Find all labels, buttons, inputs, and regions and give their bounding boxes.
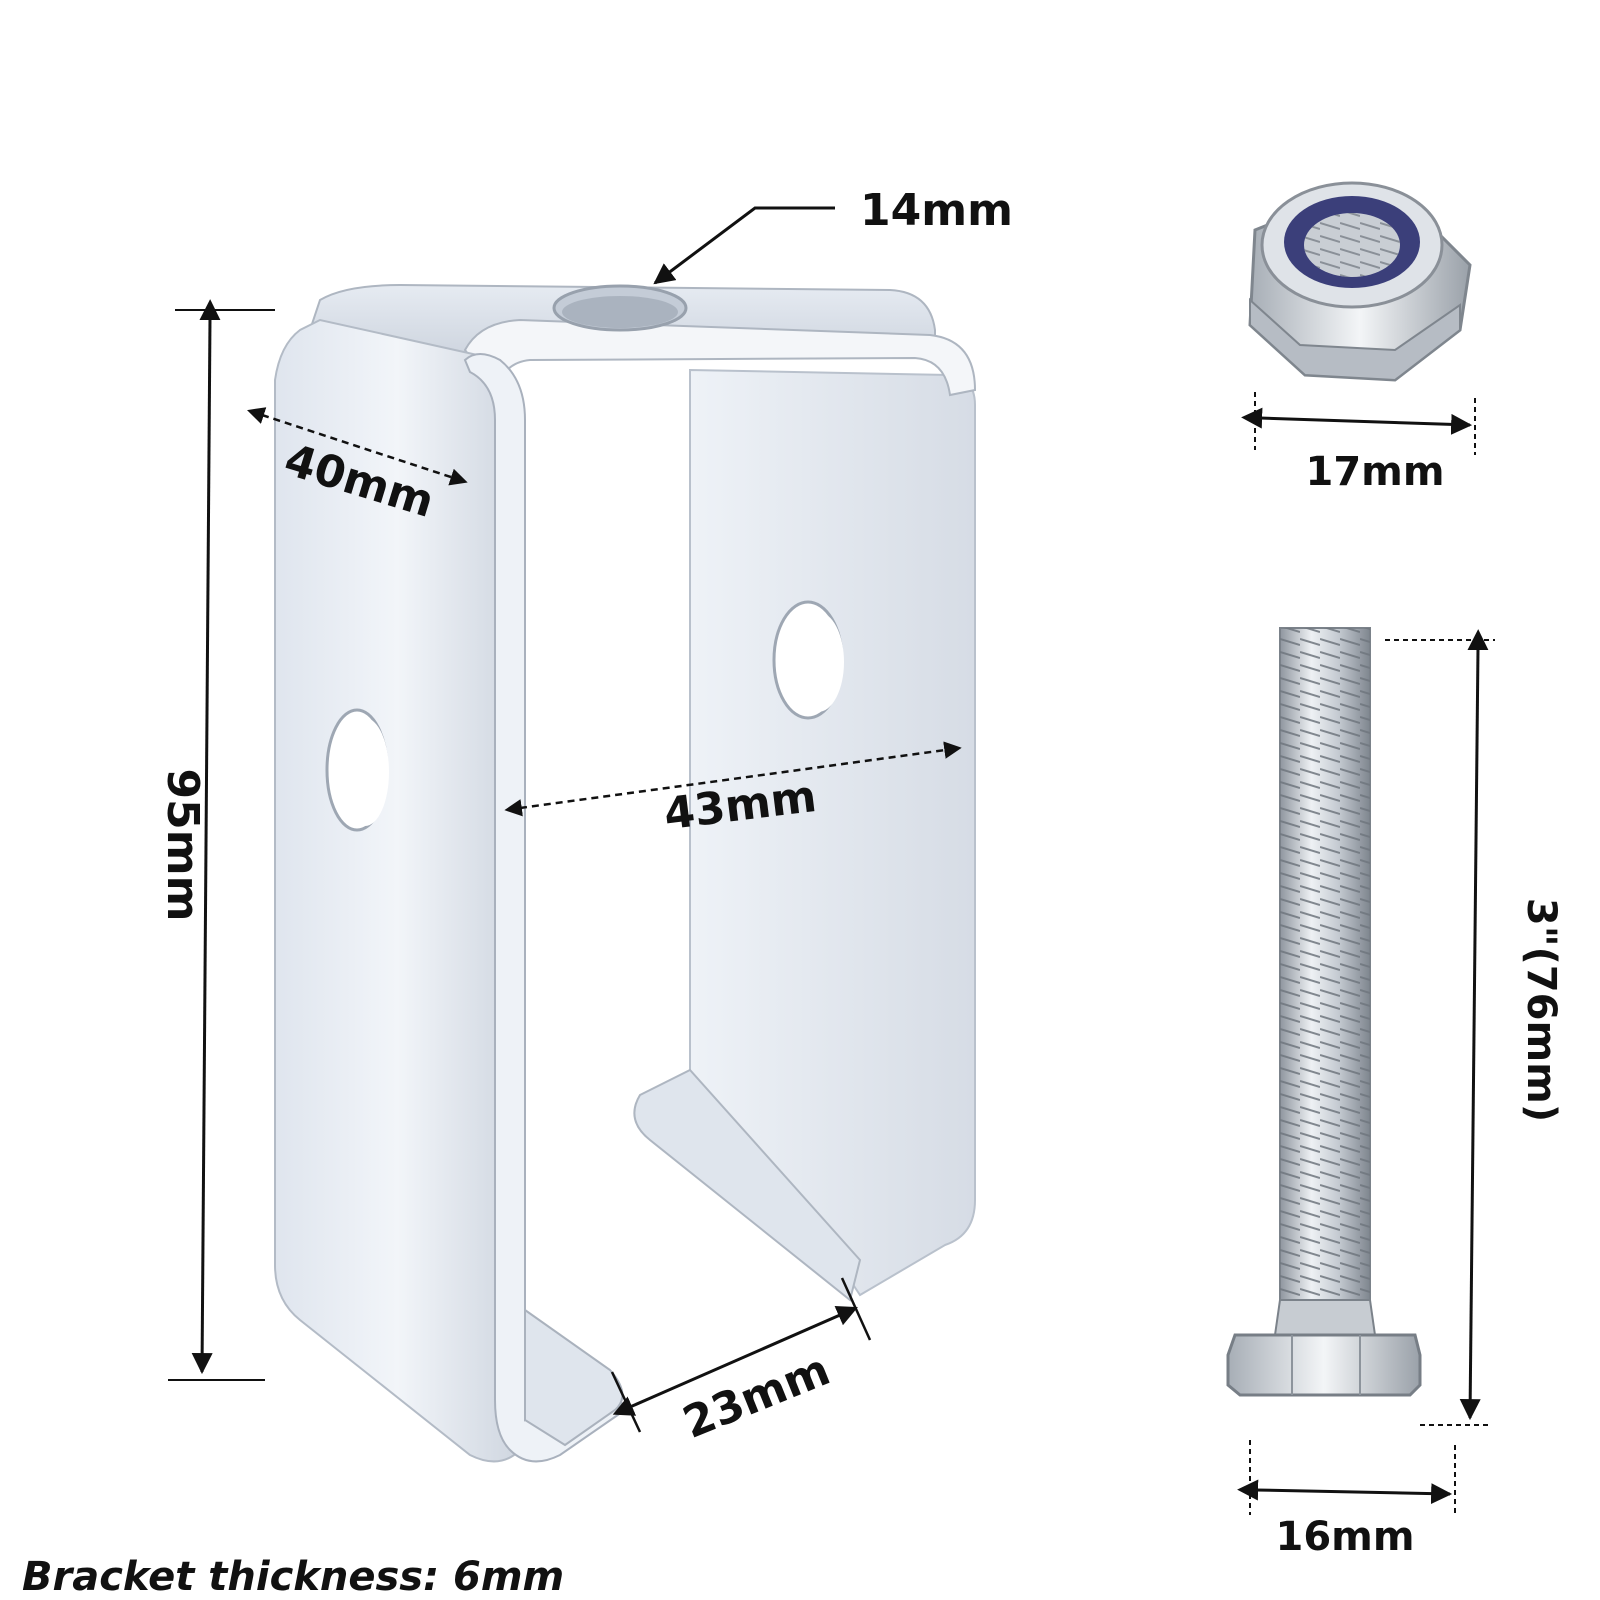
- label-bracket-height: 95mm: [157, 769, 208, 922]
- caption-bracket-thickness: Bracket thickness: 6mm: [22, 1554, 564, 1600]
- top-hole-inner: [562, 296, 678, 328]
- front-plate-hole-inner: [341, 718, 389, 826]
- dim-43mm: [504, 741, 962, 817]
- bolt-neck: [1273, 1299, 1377, 1336]
- dim-76mm: [1459, 629, 1489, 1421]
- bolt-hex-head: [1226, 1333, 1422, 1397]
- bracket-top-bend: [463, 318, 977, 397]
- leader-14mm: [653, 206, 835, 285]
- u-bracket-illustration: [274, 283, 977, 1463]
- nut-thread-lines: [1304, 213, 1400, 277]
- label-bolt-length: 3"(76mm): [1518, 898, 1564, 1122]
- lock-nut-illustration: [1248, 181, 1472, 382]
- dim-23mm: [612, 1305, 858, 1416]
- dim-16mm: [1237, 1479, 1453, 1505]
- back-plate-hole-inner: [792, 612, 844, 712]
- nut-hex-side-face: [1249, 297, 1461, 382]
- dim-17mm: [1241, 407, 1473, 435]
- bracket-front-edge: [463, 353, 627, 1463]
- dimension-lines: [168, 206, 1495, 1515]
- hex-bolt-illustration: [1226, 627, 1422, 1397]
- dim-95mm: [191, 299, 221, 1375]
- bracket-back-flange: [633, 1068, 862, 1302]
- label-nut-width: 17mm: [1305, 449, 1444, 495]
- label-bolt-head-width: 16mm: [1275, 1514, 1414, 1560]
- label-slot-width: 23mm: [676, 1344, 837, 1449]
- bolt-thread-lines: [1280, 628, 1370, 1308]
- label-hole-diameter: 14mm: [860, 185, 1013, 236]
- bracket-front-flange: [524, 1308, 624, 1447]
